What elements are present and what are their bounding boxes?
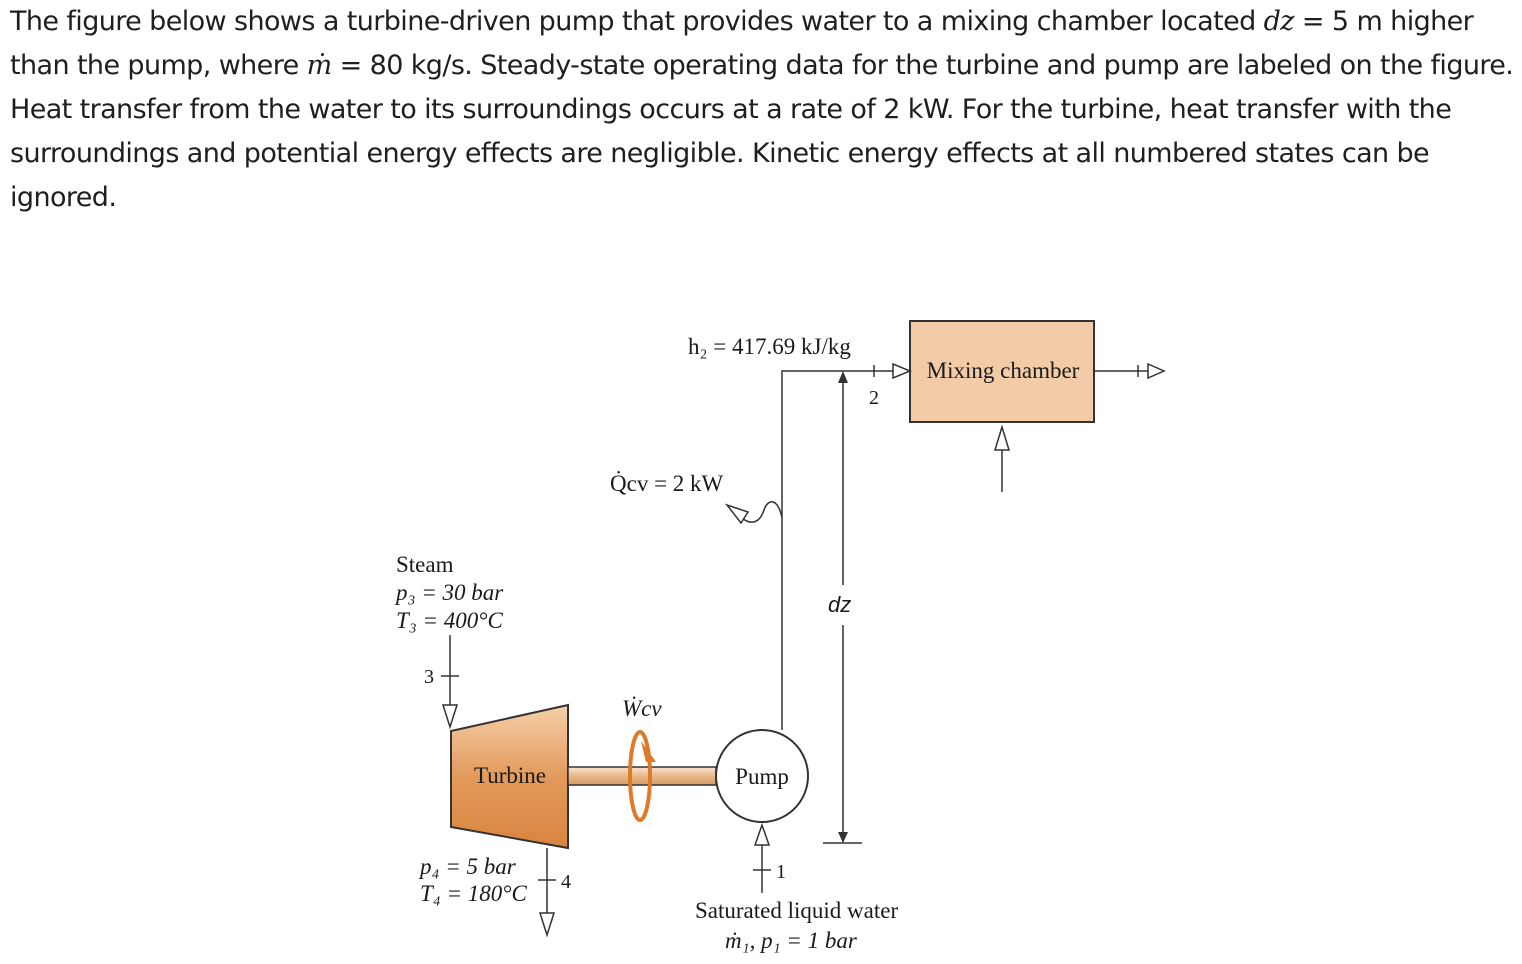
inlet1-label: ṁ₁, p₁ = 1 bar [725,928,858,953]
intro-text: The figure below shows a turbine-driven … [10,6,1264,37]
mixing-inlet-arrow [993,424,1011,451]
rest-text: . Steady-state operating data for the tu… [10,50,1514,213]
mixing-chamber-label: Mixing chamber [927,358,1080,383]
mixing-outlet-arrow [1147,362,1166,380]
steam-title: Steam [396,552,454,577]
dz-label: dz [828,592,851,617]
turbine-label: Turbine [474,763,546,788]
wcv-label: Ẇcv [622,696,662,721]
state1-arrow [753,822,771,846]
t3-label: T₃ = 400°C [396,608,504,633]
shaft-rotation-ring [628,730,652,822]
dz-value: = 5 m [1293,6,1383,37]
state3-label: 3 [424,666,434,688]
state2-arrow [892,362,912,380]
mid-text: higher than the pump, where [10,6,1474,81]
p4-label: p₄ = 5 bar [418,854,517,879]
state1-label: 1 [776,861,786,883]
heat-loss-squiggle [741,501,783,523]
state4-label: 4 [561,871,571,893]
h2-label: h₂ = 417.69 kJ/kg [688,334,851,359]
problem-statement: The figure below shows a turbine-driven … [10,0,1515,220]
state4-arrow [538,912,556,938]
state2-label: 2 [869,387,879,409]
dz-arrow-bottom [838,832,848,843]
shaft [567,766,717,786]
pump-discharge-pipe [781,370,895,730]
heat-loss-arrow [724,503,750,525]
t4-label: T₄ = 180°C [420,881,528,906]
dz-arrow-top [838,371,848,383]
shaft-rotation-arrow [641,741,656,762]
qcv-label: Q̇cv = 2 kW [610,471,724,496]
pump-label: Pump [735,764,789,789]
pump-body [715,729,809,823]
state3-arrow [441,704,459,730]
mdot-symbol: ṁ [306,50,333,81]
dz-symbol: dz [1263,6,1295,37]
turbine-body [450,703,569,850]
mdot-value: = 80 kg/s [331,50,465,81]
sat-liquid-label: Saturated liquid water [695,898,898,923]
p3-label: p₃ = 30 bar [394,580,504,605]
